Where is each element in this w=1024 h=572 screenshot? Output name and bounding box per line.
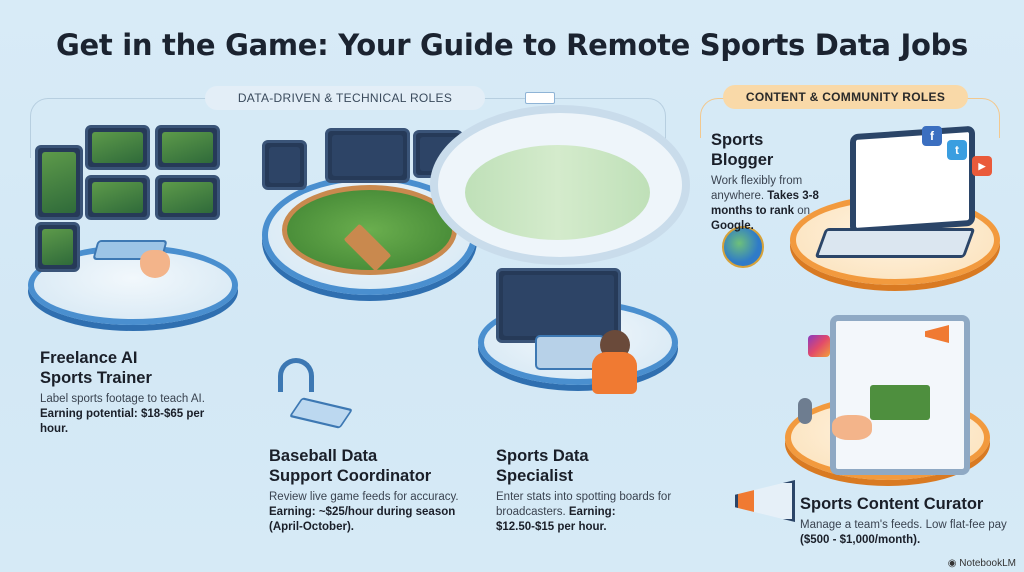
- microphone-icon: [798, 398, 812, 424]
- page-title: Get in the Game: Your Guide to Remote Sp…: [56, 28, 968, 62]
- role-earning: Earning: $12.50-$15 per hour.: [496, 506, 616, 533]
- role-earning: Earning: ~$25/hour during season (April-…: [269, 506, 456, 533]
- hand-icon: [832, 415, 872, 440]
- role-description: Enter stats into spotting boards for bro…: [496, 491, 672, 518]
- headset-icon: [278, 358, 314, 392]
- instagram-icon: [808, 335, 830, 357]
- role-detail: Google.: [711, 220, 754, 232]
- technical-section-label: DATA-DRIVEN & TECHNICAL ROLES: [205, 86, 485, 110]
- role-description: on: [797, 205, 811, 217]
- role-detail: Takes 3-8 months to rank: [711, 190, 819, 217]
- role-description: Manage a team's feeds. Low flat-fee pay: [800, 519, 1007, 531]
- youtube-icon: ▶: [972, 156, 992, 176]
- globe-icon: [722, 226, 764, 268]
- facebook-icon: f: [922, 126, 942, 146]
- keyboard-icon: [288, 397, 354, 429]
- watermark-text: NotebookLM: [959, 558, 1016, 569]
- twitter-icon: t: [947, 140, 967, 160]
- role-title: Sports Trainer: [40, 369, 152, 387]
- notebooklm-watermark: ◉ NotebookLM: [948, 558, 1016, 570]
- content-section-label: CONTENT & COMMUNITY ROLES: [723, 85, 968, 109]
- role-description: Review live game feeds for accuracy.: [269, 491, 459, 503]
- role-title: Specialist: [496, 467, 574, 485]
- role-title: Support Coordinator: [269, 467, 432, 485]
- role-description: Label sports footage to teach AI.: [40, 393, 205, 405]
- role-earning: Earning potential: $18-$65 per hour.: [40, 408, 205, 435]
- hand-icon: [140, 250, 170, 278]
- role-content-curator: Sports Content Curator Manage a team's f…: [800, 494, 1015, 548]
- role-sports-blogger: Sports Blogger Work flexibly from anywhe…: [711, 130, 829, 234]
- role-title: Sports Data: [496, 447, 589, 465]
- role-description: Work flexibly from anywhere.: [711, 175, 803, 202]
- megaphone-icon: [735, 480, 795, 522]
- role-title: Freelance AI: [40, 349, 138, 367]
- role-title: Sports Blogger: [711, 131, 774, 169]
- role-title: Sports Content Curator: [800, 495, 984, 513]
- role-title: Baseball Data: [269, 447, 378, 465]
- role-freelance-ai-trainer: Freelance AI Sports Trainer Label sports …: [40, 348, 210, 437]
- role-earning: ($500 - $1,000/month).: [800, 534, 921, 546]
- notebooklm-logo-icon: ◉: [947, 558, 960, 569]
